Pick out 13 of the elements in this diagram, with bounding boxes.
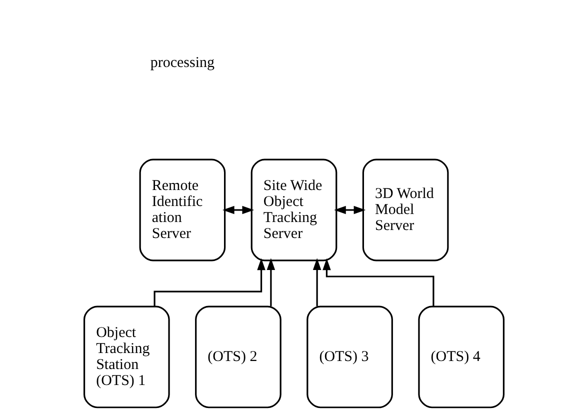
arrow <box>334 206 366 214</box>
node-box: (OTS) 2 <box>195 306 282 408</box>
arrow <box>266 258 276 306</box>
arrow <box>312 258 322 306</box>
node-box: Remote Identific ation Server <box>139 158 226 262</box>
label: processing <box>150 55 215 72</box>
node-box: 3D World Model Server <box>362 158 449 262</box>
node-box: Site Wide Object Tracking Server <box>250 158 338 262</box>
node-box: Object Tracking Station (OTS) 1 <box>83 306 170 408</box>
node-box: (OTS) 3 <box>306 306 393 408</box>
node-box: (OTS) 4 <box>418 306 505 408</box>
arrow <box>222 206 254 214</box>
arrow <box>322 258 434 306</box>
